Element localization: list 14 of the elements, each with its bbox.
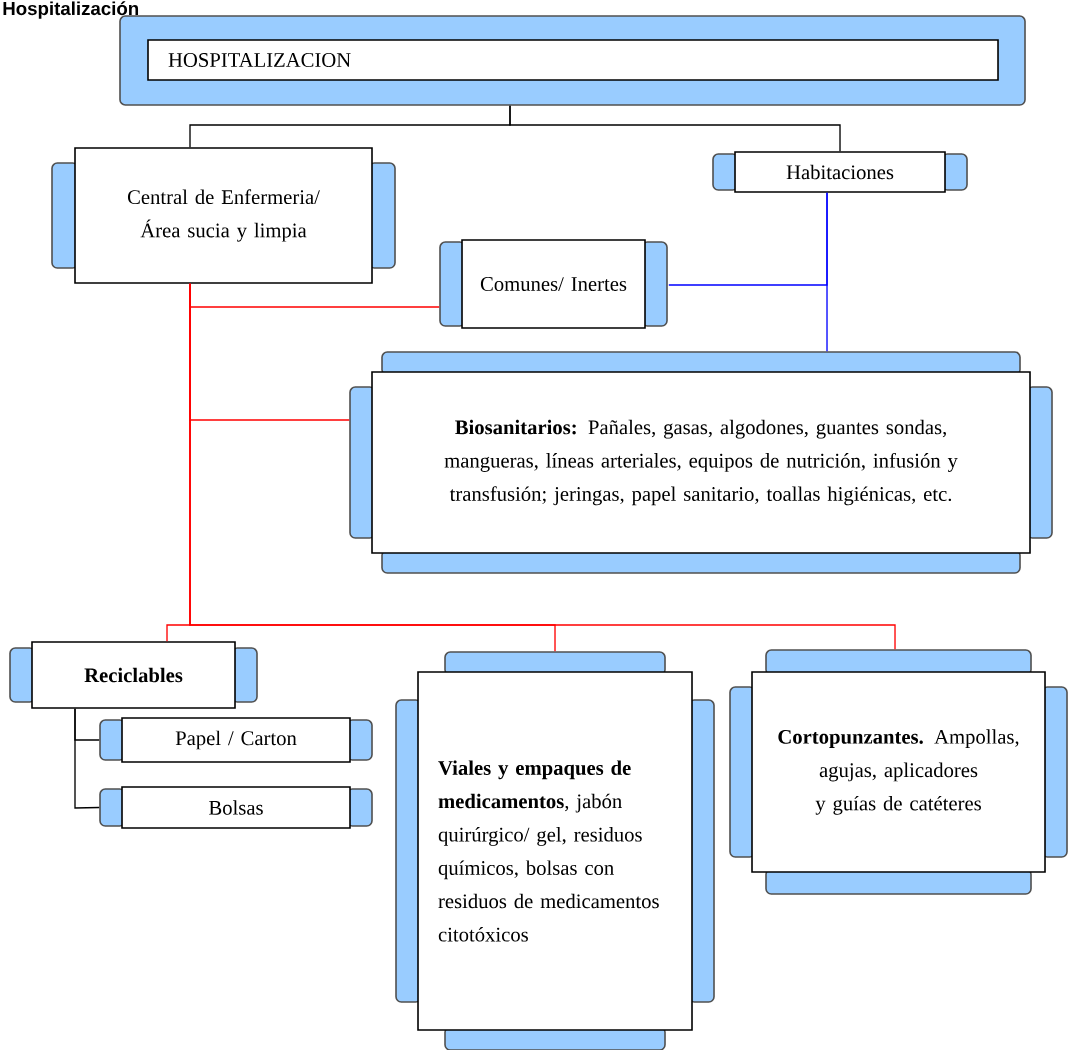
process-box: Viales y empaques de medicamentos, jabón quirúrgico/ gel, residuos químicos, bolsas con residuos de medicamentos citotóxicos bbox=[395, 651, 715, 1050]
connector bbox=[189, 283, 896, 650]
process-box: Bolsas bbox=[99, 786, 373, 829]
process-box: Reciclables bbox=[9, 641, 258, 709]
process-box: Papel / Carton bbox=[99, 717, 373, 763]
connector bbox=[74, 708, 100, 809]
connector bbox=[509, 105, 841, 152]
process-box: HOSPITALIZACION bbox=[119, 15, 1026, 106]
process-box: Cortopunzantes. Ampollas, agujas, aplicadores y guías de catéteres bbox=[729, 649, 1068, 895]
process-box: Central de Enfermeria/ Área sucia y limpia bbox=[51, 147, 396, 284]
process-box: Biosanitarios: Pañales, gasas, algodones, guantes sondas, mangueras, líneas arteriales, equipos de nutrición, infusión y transfusión; jeringas, papel sanitario, toallas higiénicas, etc. bbox=[349, 351, 1053, 574]
process-box: Habitaciones bbox=[712, 151, 968, 193]
process-box: Comunes/ Inertes bbox=[439, 239, 668, 329]
connector bbox=[826, 192, 828, 352]
